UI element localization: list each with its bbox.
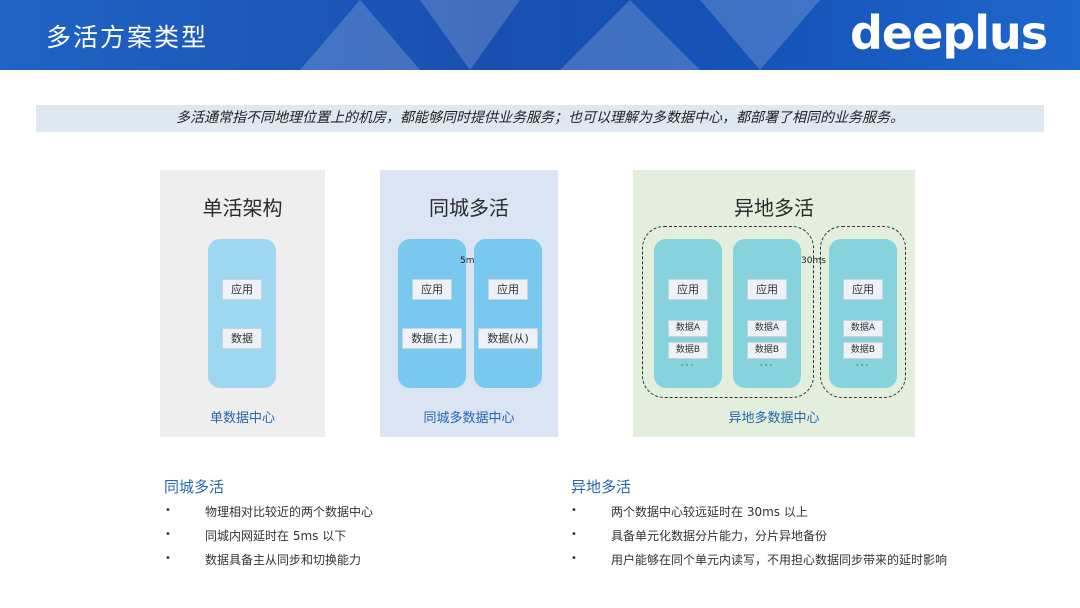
bullet: • <box>571 529 577 540</box>
list-item: 用户能够在同个单元内读写，不用担心数据同步带来的延时影响 <box>611 553 948 567</box>
panel-single-active: 单活架构 应用 数据 单数据中心 <box>160 170 325 437</box>
panel-multi-region: 异地多活 30ms 应用 数据A 数据B ··· 应用 数据A 数据B ··· … <box>633 170 915 437</box>
data-shard-a: 数据A <box>668 320 708 337</box>
datacenter: 应用 数据A 数据B ··· <box>733 239 801 388</box>
bullet: • <box>165 505 171 516</box>
bullet: • <box>571 505 577 516</box>
app-box: 应用 <box>412 279 452 300</box>
app-box: 应用 <box>668 279 708 300</box>
decor-triangle <box>560 0 700 70</box>
datacenter: 应用 数据 <box>208 239 276 388</box>
section-title-same-city: 同城多活 <box>164 478 225 496</box>
data-shard-a: 数据A <box>843 320 883 337</box>
datacenter-primary: 应用 数据(主) <box>398 239 466 388</box>
app-box: 应用 <box>843 279 883 300</box>
header-bar: 多活方案类型 deeplus <box>0 0 1080 70</box>
datacenter-secondary: 应用 数据(从) <box>474 239 542 388</box>
panel-title: 单活架构 <box>202 196 283 220</box>
latency-label: 5ms <box>460 256 480 266</box>
decor-triangle <box>700 0 820 70</box>
panel-title: 同城多活 <box>429 196 509 220</box>
list-item: 数据具备主从同步和切换能力 <box>205 553 362 567</box>
data-shard-b: 数据B <box>668 342 708 359</box>
section-title-multi-region: 异地多活 <box>571 478 632 496</box>
data-shard-a: 数据A <box>747 320 787 337</box>
decor-triangle <box>300 0 420 70</box>
panel-caption: 同城多数据中心 <box>423 411 515 426</box>
data-box-primary: 数据(主) <box>402 328 462 349</box>
list-item: 具备单元化数据分片能力，分片异地备份 <box>611 529 828 543</box>
intro-banner: 多活通常指不同地理位置上的机房，都能够同时提供业务服务；也可以理解为多数据中心，… <box>36 105 1044 132</box>
page-title: 多活方案类型 <box>46 23 209 52</box>
app-box: 应用 <box>747 279 787 300</box>
bullet: • <box>165 529 171 540</box>
decor-triangle <box>420 0 520 70</box>
deeplus-logo: deeplus <box>850 6 1048 60</box>
data-box: 数据 <box>222 328 262 349</box>
panel-caption: 单数据中心 <box>209 411 275 426</box>
region-group-left <box>642 226 814 398</box>
app-box: 应用 <box>222 279 262 300</box>
datacenter: 应用 数据A 数据B ··· <box>654 239 722 388</box>
panel-title: 异地多活 <box>734 196 814 220</box>
list-item: 两个数据中心较远延时在 30ms 以上 <box>611 505 808 519</box>
region-group-right <box>820 226 906 398</box>
panel-caption: 异地多数据中心 <box>728 411 820 426</box>
more-indicator: ··· <box>855 361 871 371</box>
app-box: 应用 <box>488 279 528 300</box>
more-indicator: ··· <box>680 361 696 371</box>
data-shard-b: 数据B <box>747 342 787 359</box>
datacenter: 应用 数据A 数据B ··· <box>829 239 897 388</box>
data-shard-b: 数据B <box>843 342 883 359</box>
intro-text: 多活通常指不同地理位置上的机房，都能够同时提供业务服务；也可以理解为多数据中心，… <box>176 110 904 126</box>
panel-same-city: 同城多活 应用 数据(主) 5ms 应用 数据(从) 同城多数据中心 <box>380 170 558 437</box>
data-box-secondary: 数据(从) <box>478 328 538 349</box>
bullet: • <box>165 553 171 564</box>
more-indicator: ··· <box>759 361 775 371</box>
bullet: • <box>571 553 577 564</box>
list-item: 同城内网延时在 5ms 以下 <box>205 529 347 543</box>
latency-label: 30ms <box>801 256 826 266</box>
list-item: 物理相对比较近的两个数据中心 <box>205 505 374 519</box>
